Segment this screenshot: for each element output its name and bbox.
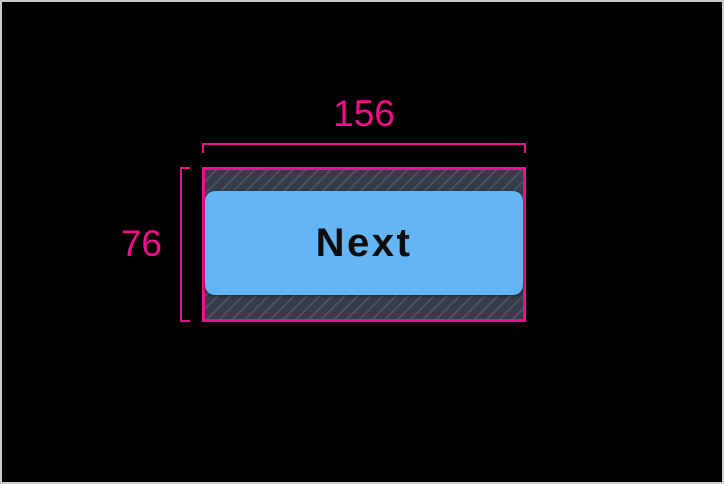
- height-dimension-label: 76: [120, 223, 162, 264]
- width-dimension-label: 156: [333, 93, 395, 134]
- next-button[interactable]: Next: [205, 191, 523, 295]
- width-dimension-bracket: [202, 143, 526, 153]
- height-dimension-bracket: [180, 167, 190, 322]
- widget-bounds-overlay: Next: [202, 167, 526, 322]
- next-button-label: Next: [315, 221, 413, 265]
